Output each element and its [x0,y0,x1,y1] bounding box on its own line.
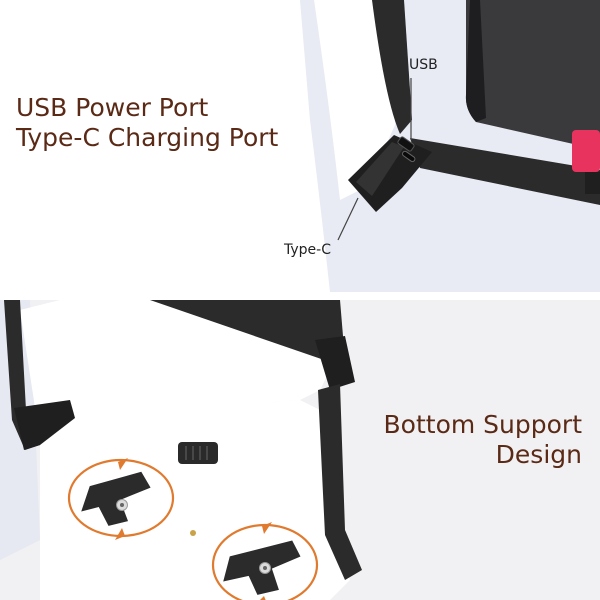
top-knob [178,442,218,464]
left-support-foot [81,471,151,526]
section-divider [0,292,600,300]
bottom-product-illustration [0,300,600,600]
mount-pink-block [572,130,600,172]
frame-left-corner [14,400,75,450]
top-heading-line-2: Type-C Charging Port [16,123,279,152]
frame-right-corner [315,336,355,390]
frame-right-vertical [318,384,362,580]
bottom-heading-line-1: Bottom Support [383,410,582,439]
top-feature-panel: USB Power Port Type-C Charging Port USB … [0,0,600,292]
device-edge [465,0,486,122]
typec-callout-line [337,197,359,241]
usb-port-slot [397,136,415,152]
screw-dot [190,530,196,536]
right-support-foot [223,540,301,595]
port-block-face [356,142,404,196]
typec-callout-label: Type-C [284,242,331,258]
top-heading: USB Power Port Type-C Charging Port [16,93,278,153]
bottom-feature-panel: Bottom Support Design [0,300,600,600]
typec-port-slot [402,150,416,162]
frame-vertical [372,0,412,134]
top-heading-line-1: USB Power Port [16,93,209,122]
device-screen [465,0,600,150]
frame-top-arm [150,300,345,362]
bottom-heading-line-2: Design [495,440,582,469]
top-product-illustration [300,0,600,292]
frame-left-vertical [4,300,40,450]
usb-callout-label: USB [409,57,438,73]
bottom-heading: Bottom Support Design [384,410,582,470]
frame-arm [410,138,600,205]
mount-knob [585,172,600,194]
